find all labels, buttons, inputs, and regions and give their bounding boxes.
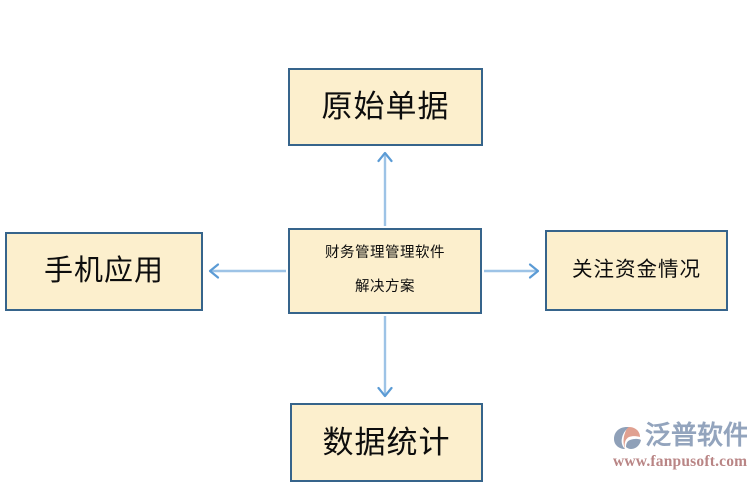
node-mobile-application[interactable]: 手机应用 — [5, 232, 203, 311]
arrow-right-icon — [484, 263, 540, 279]
watermark: 泛普软件 www.fanpusoft.com — [612, 420, 747, 478]
node-monitor-funds[interactable]: 关注资金情况 — [545, 230, 728, 311]
node-data-statistics[interactable]: 数据统计 — [290, 403, 483, 482]
fanpu-logo-icon — [614, 427, 641, 449]
node-center-label-line-1: 财务管理管理软件 — [325, 245, 445, 262]
node-original-documents[interactable]: 原始单据 — [288, 68, 483, 146]
watermark-brand-text: 泛普软件 — [645, 421, 747, 451]
node-center-label-line-2: 解决方案 — [355, 279, 415, 295]
node-top-label: 原始单据 — [321, 89, 450, 125]
arrow-left-icon — [208, 263, 286, 279]
node-right-label: 关注资金情况 — [572, 258, 701, 281]
node-bottom-label: 数据统计 — [322, 424, 451, 460]
arrow-down-icon — [377, 316, 393, 398]
arrow-up-icon — [377, 151, 393, 226]
node-left-label: 手机应用 — [43, 254, 164, 287]
watermark-url-text: www.fanpusoft.com — [613, 453, 747, 470]
node-central-solution[interactable]: 财务管理管理软件 解决方案 — [288, 228, 482, 314]
